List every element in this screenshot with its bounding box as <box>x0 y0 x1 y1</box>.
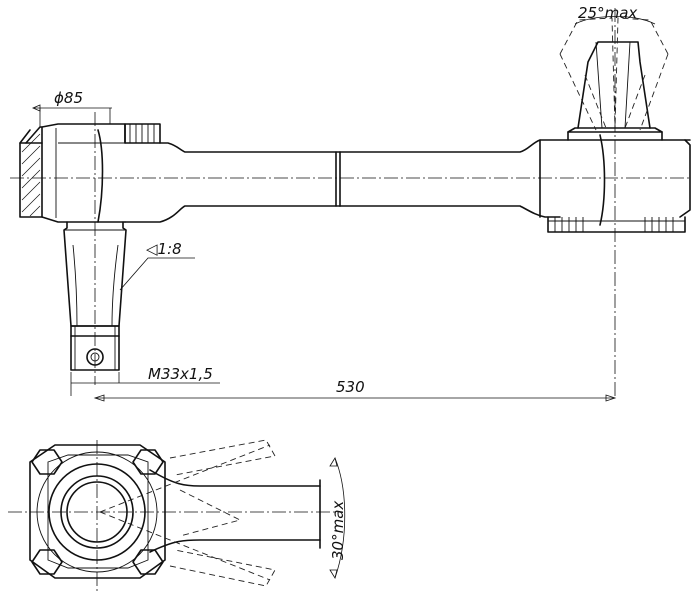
bolt-hexes <box>31 449 164 575</box>
length-label: 530 <box>336 378 365 396</box>
thread-label: M33x1,5 <box>148 365 213 383</box>
right-ball-joint <box>539 41 691 233</box>
side-view: ϕ85 25°max ◁1:8 M33x1,5 530 <box>10 4 691 402</box>
left-ball-joint <box>19 123 341 223</box>
top-view: 30°max <box>8 439 347 592</box>
diameter-label: ϕ85 <box>54 89 83 107</box>
taper-label: ◁1:8 <box>146 240 182 258</box>
pin-swing-phantom <box>559 17 669 131</box>
angle-top-label: 25°max <box>578 4 637 22</box>
angle-side-label: 30°max <box>329 501 347 560</box>
